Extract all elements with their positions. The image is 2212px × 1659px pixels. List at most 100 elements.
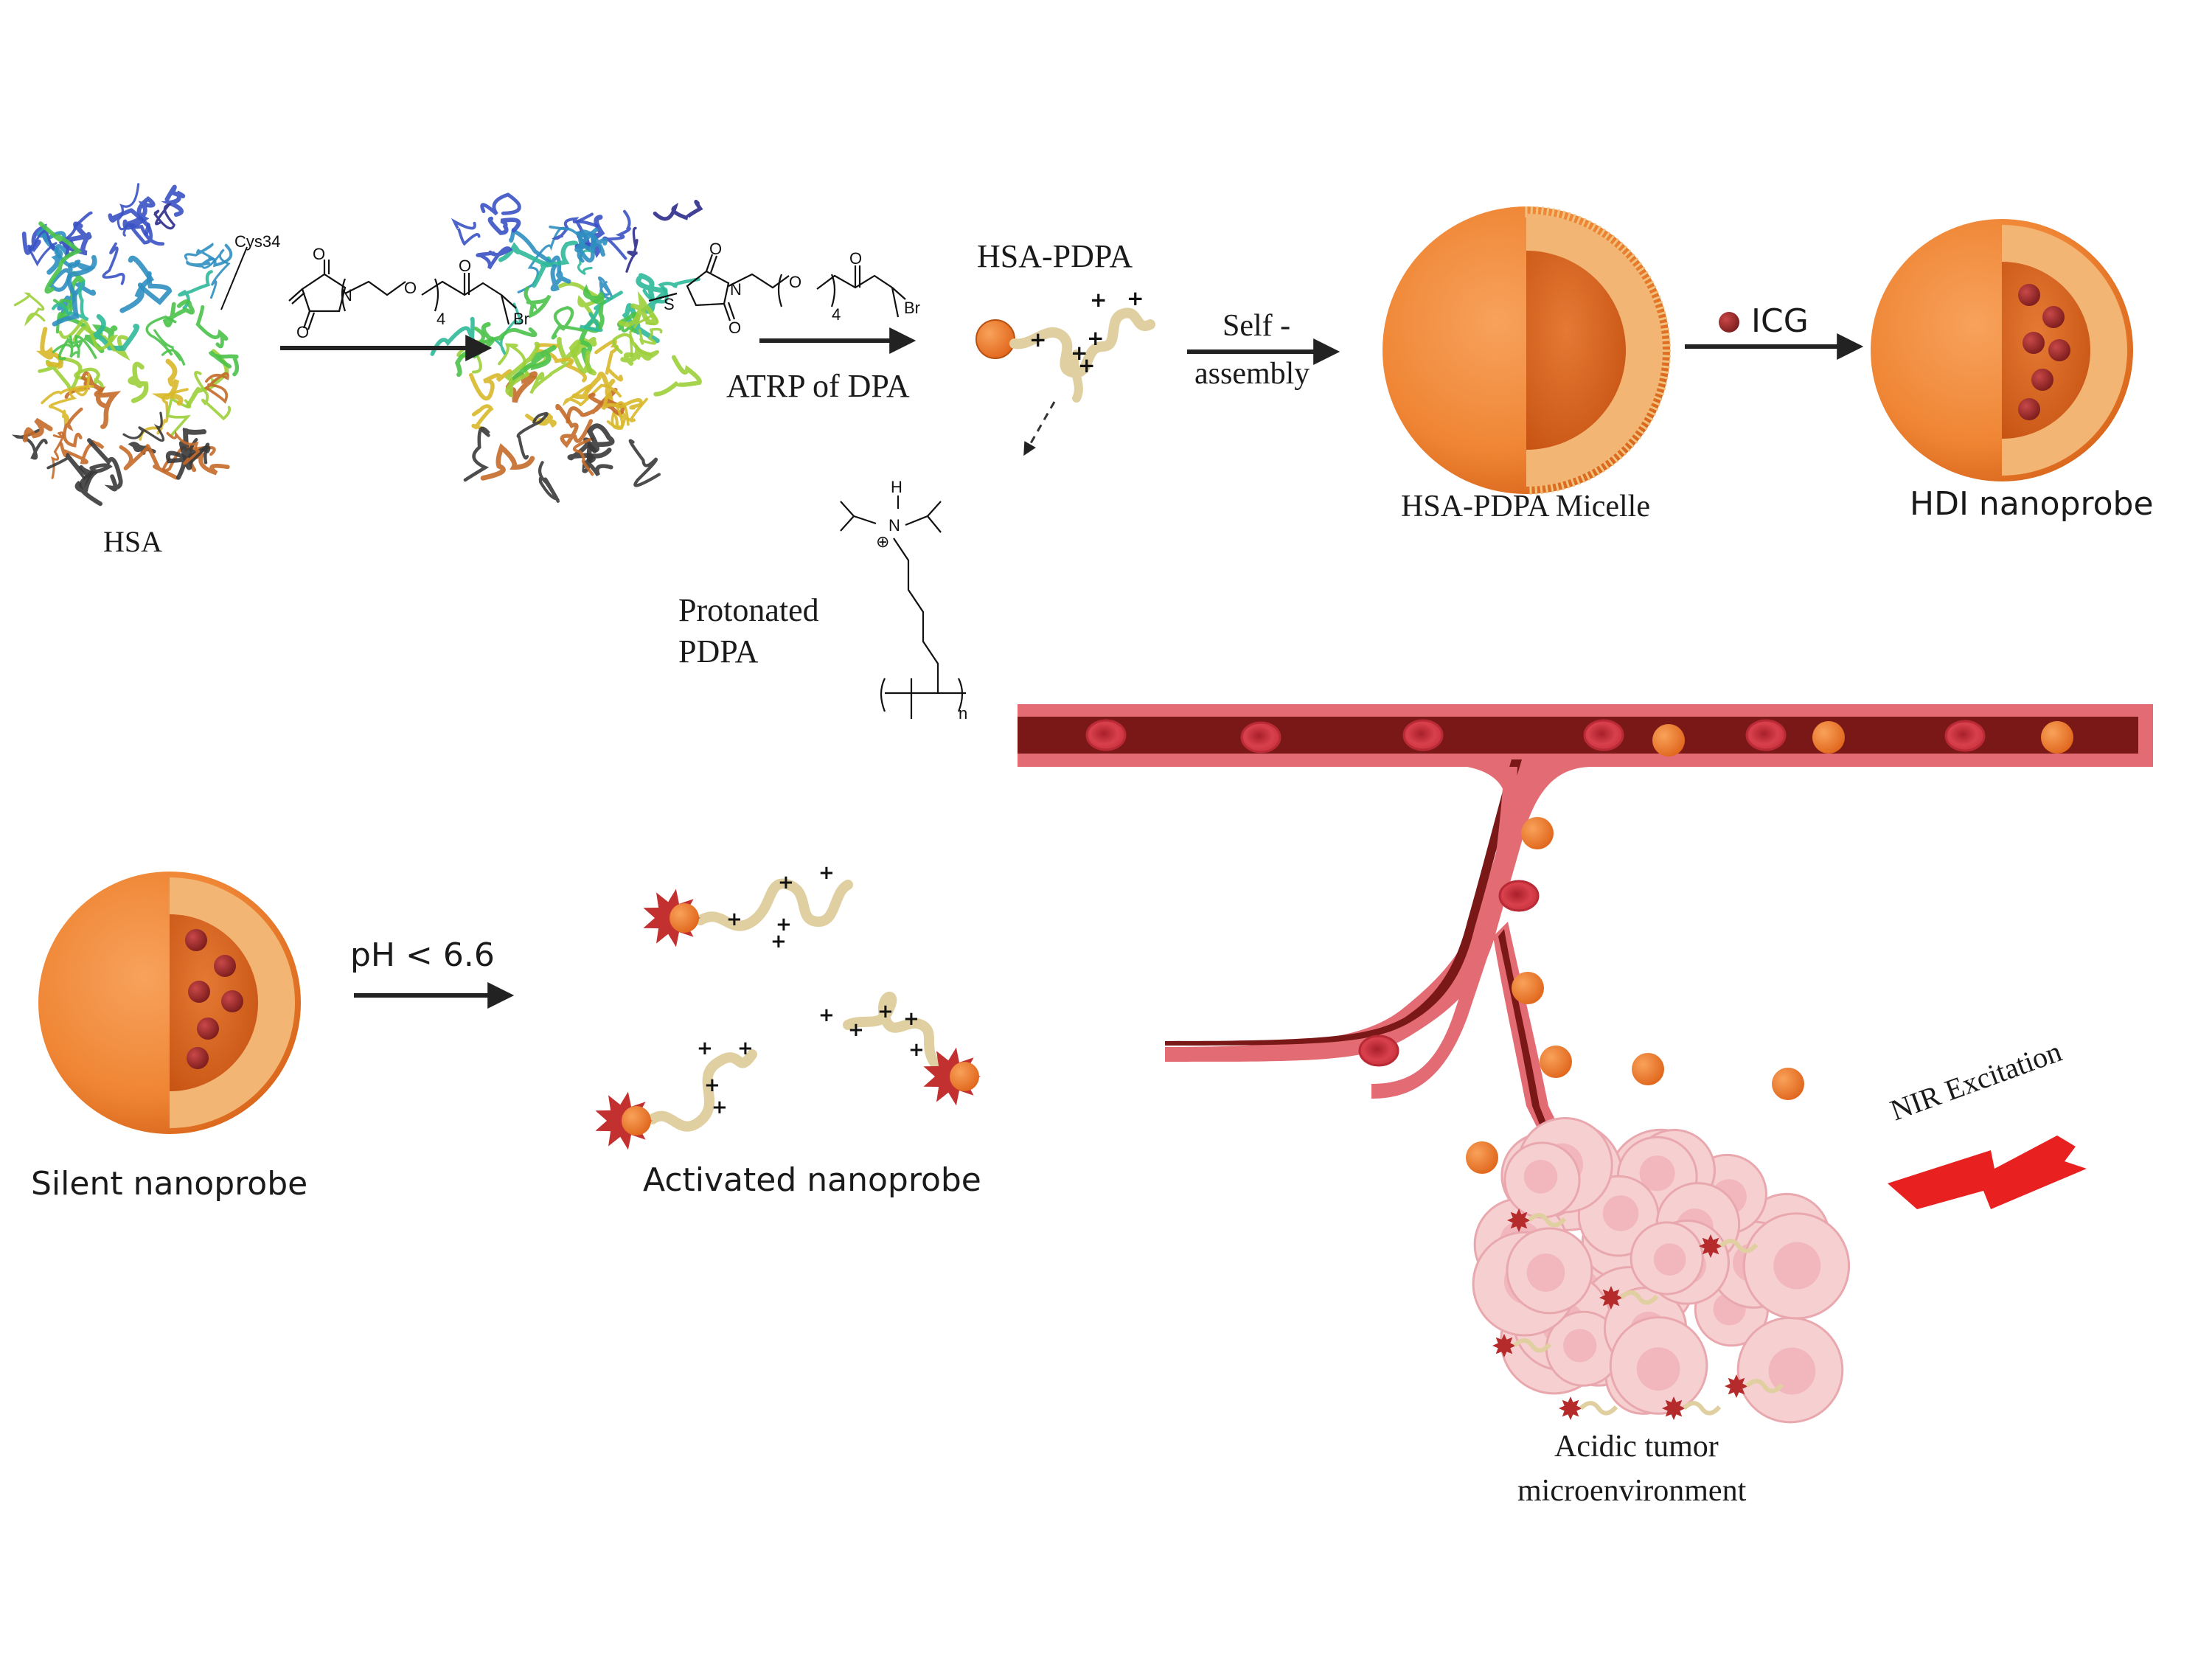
activated-probe-in-tumor <box>1507 1208 1531 1232</box>
ribbon-strand <box>618 291 658 327</box>
nir-label: NIR Excitation <box>1886 1034 2066 1127</box>
ribbon-strand <box>620 342 653 366</box>
svg-text:+: + <box>1078 353 1095 378</box>
ribbon-strand <box>187 438 210 465</box>
ribbon-strand <box>13 292 46 327</box>
pdpa-plus-label: ⊕ <box>876 532 889 551</box>
polymer-chain <box>1719 1239 1759 1253</box>
ribbon-strand <box>509 228 562 274</box>
red-blood-cell <box>1944 720 1986 752</box>
hdi-label: HDI nanoprobe <box>1910 485 2154 523</box>
activated-probe-in-tumor <box>1725 1374 1748 1398</box>
ribbon-strand <box>119 444 178 480</box>
ribbon-strand <box>571 371 616 408</box>
linker-br-label: Br <box>904 299 920 317</box>
ribbon-strand <box>579 291 623 333</box>
linker-n-label: N <box>341 286 352 305</box>
svg-text:+: + <box>1127 286 1144 310</box>
linker-o-label: O <box>789 273 801 291</box>
tumor-nucleus <box>1602 1195 1639 1231</box>
tumor-nucleus <box>1563 1329 1597 1363</box>
ribbon-strand <box>38 221 83 294</box>
linker-s-label: S <box>664 295 675 313</box>
ribbon-strand <box>487 216 521 235</box>
ribbon-strand <box>27 230 58 267</box>
ribbon-strand <box>583 284 606 330</box>
red-blood-cell <box>1358 1034 1399 1067</box>
ribbon-strand <box>476 246 513 270</box>
tumor-nucleus <box>1653 1243 1686 1276</box>
protein-ribbon-icon <box>430 192 703 503</box>
tumor-label-line1: Acidic tumor <box>1554 1430 1719 1464</box>
ribbon-strand <box>594 339 623 382</box>
hsa-pdpa-micelle-icon <box>1382 206 1672 495</box>
ribbon-strand <box>41 372 91 405</box>
albumin-bead <box>950 1062 979 1091</box>
icg-dot-icon <box>1719 312 1739 333</box>
ribbon-strand <box>59 439 105 465</box>
tumor-nucleus <box>1768 1347 1816 1395</box>
ribbon-strand <box>58 335 97 361</box>
polymer-chain <box>1527 1213 1567 1228</box>
nanoprobe-particle <box>1521 817 1554 849</box>
nanoprobe-particle <box>2041 721 2073 754</box>
polymer-chain <box>1619 1290 1659 1305</box>
red-blood-cell <box>1402 719 1444 751</box>
icg-label: ICG <box>1751 302 1809 340</box>
activated-label: Activated nanoprobe <box>643 1161 981 1199</box>
self-assembly-label-line2: assembly <box>1194 357 1310 391</box>
linker-o-label: O <box>728 319 741 337</box>
ribbon-strand <box>46 453 93 481</box>
ribbon-strand <box>532 240 579 288</box>
ribbon-strand <box>94 386 122 429</box>
ribbon-strand <box>36 227 63 275</box>
ribbon-strand <box>87 438 123 492</box>
ribbon-strand <box>35 327 63 369</box>
ribbon-strand <box>48 260 96 292</box>
ribbon-strand <box>625 226 639 273</box>
ribbon-strand <box>116 183 140 237</box>
ribbon-strand <box>628 439 661 487</box>
ribbon-strand <box>58 319 119 352</box>
atrp-label: ATRP of DPA <box>726 368 910 404</box>
ribbon-strand <box>601 396 643 411</box>
ribbon-strand <box>617 312 641 334</box>
polymer-chain <box>647 1049 757 1132</box>
tumor-nucleus <box>1636 1347 1680 1391</box>
linker-o-label: O <box>709 240 722 258</box>
ribbon-strand <box>538 461 560 503</box>
ribbon-strand <box>184 243 215 260</box>
charge-mark: + <box>697 1037 713 1060</box>
ribbon-strand <box>137 271 173 305</box>
ribbon-strand <box>153 203 175 230</box>
tumor-nucleus <box>1773 1242 1821 1290</box>
ribbon-strand <box>469 369 512 401</box>
ribbon-strand <box>602 209 631 260</box>
polymer-chain <box>843 991 942 1071</box>
protonated-label-line1: Protonated <box>678 592 819 628</box>
nanoprobe-particle <box>1652 724 1685 757</box>
activated-probe-in-tumor <box>1559 1397 1582 1420</box>
ribbon-strand <box>463 426 490 482</box>
cys34-pointer <box>220 246 248 310</box>
ribbon-strand <box>653 200 703 221</box>
red-blood-cell <box>1240 721 1281 754</box>
charge-mark: + <box>877 1001 894 1023</box>
ribbon-strand <box>186 243 233 268</box>
ribbon-strand <box>74 367 104 395</box>
pdpa-n-sub-label: n <box>959 704 967 723</box>
linker-o-label: O <box>296 323 309 341</box>
activated-probe-in-tumor <box>1699 1234 1722 1258</box>
linker-sub-label: 4 <box>832 305 841 324</box>
ribbon-strand <box>83 324 118 354</box>
tumor-nucleus <box>1523 1160 1558 1194</box>
activated-nanoprobe-icon: +++++ <box>818 991 981 1106</box>
ribbon-strand <box>162 299 195 327</box>
ribbon-strand <box>63 407 83 448</box>
linker-o-label: O <box>313 245 325 263</box>
red-blood-cell <box>1745 719 1787 751</box>
ribbon-strand <box>153 329 186 366</box>
red-blood-cells <box>1085 719 1986 1067</box>
ribbon-strand <box>480 443 535 481</box>
